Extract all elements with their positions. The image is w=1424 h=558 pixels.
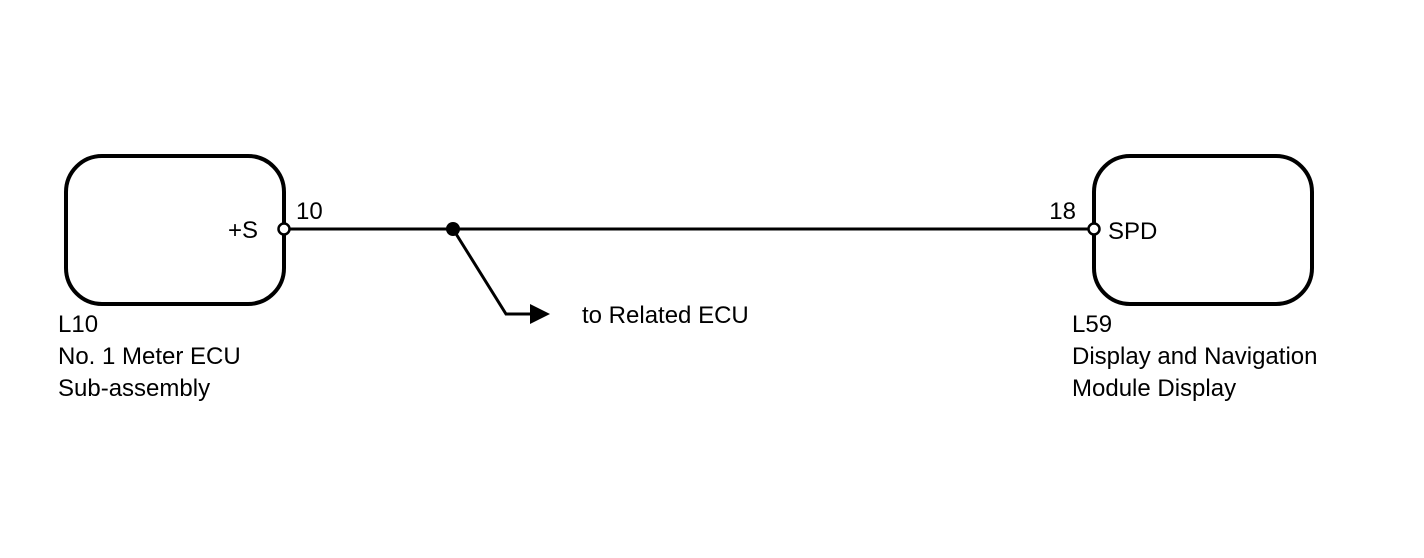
- display-module-name-line2: Module Display: [1072, 375, 1236, 402]
- meter-ecu-terminal-pin: [277, 222, 291, 236]
- branch-label: to Related ECU: [582, 302, 749, 329]
- branch-wire: [451, 228, 536, 316]
- display-module-terminal-pin: [1087, 222, 1101, 236]
- branch-arrow-icon: [530, 304, 550, 324]
- splice-point: [446, 222, 460, 236]
- meter-ecu-connector-code: L10: [58, 311, 98, 338]
- meter-ecu-name-line2: Sub-assembly: [58, 375, 210, 402]
- display-module-name-line1: Display and Navigation: [1072, 343, 1317, 370]
- meter-ecu-name-line1: No. 1 Meter ECU: [58, 343, 241, 370]
- meter-ecu-pin-number: 10: [296, 198, 323, 225]
- display-module-terminal-name: SPD: [1108, 218, 1157, 245]
- meter-ecu-terminal-name: +S: [228, 217, 258, 244]
- display-module-pin-number: 18: [1049, 198, 1076, 225]
- display-module-connector-code: L59: [1072, 311, 1112, 338]
